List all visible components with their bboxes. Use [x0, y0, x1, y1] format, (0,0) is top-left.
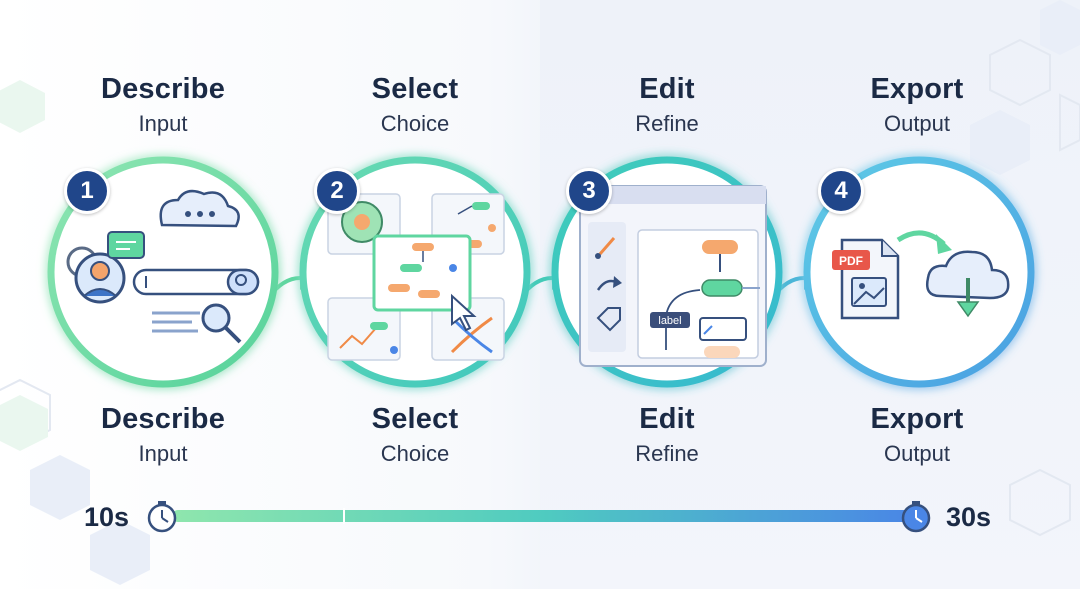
step-2-bottom-subtitle: Choice [380, 441, 450, 466]
edit-tag-text: label [658, 315, 681, 327]
timeline [147, 501, 931, 533]
step-3-top-title: Edit [639, 73, 695, 105]
stopwatch-end-icon [901, 501, 931, 533]
step-2-badge: 2 [314, 168, 360, 214]
step-1-badge: 1 [64, 168, 110, 214]
step-3-bottom-subtitle: Refine [635, 441, 699, 466]
step-3-top-subtitle: Refine [635, 111, 699, 136]
step-3-bottom-title: Edit [639, 403, 695, 435]
step-4-badge: 4 [818, 168, 864, 214]
step-2-bottom-title: Select [371, 403, 459, 435]
step-4-circle: PDF [803, 156, 1035, 388]
step-1-top-subtitle: Input [138, 111, 188, 136]
timeline-end-label: 30s [946, 502, 992, 532]
step-3-circle: label [551, 156, 783, 388]
timeline-start-label: 10s [84, 502, 130, 532]
step-4-top-title: Export [870, 73, 964, 105]
step-2-top-subtitle: Choice [380, 111, 450, 136]
pdf-tag-text: PDF [839, 254, 863, 268]
step-2-circle [299, 156, 531, 388]
step-2-top-title: Select [371, 73, 459, 105]
step-1-top-title: Describe [100, 73, 226, 105]
step-1-bottom-title: Describe [100, 403, 226, 435]
step-1-bottom-subtitle: Input [138, 441, 188, 466]
step-1-circle [47, 156, 279, 388]
stopwatch-start-icon [147, 501, 177, 533]
step-3-badge: 3 [566, 168, 612, 214]
step-4-top-subtitle: Output [883, 111, 951, 136]
step-4-bottom-title: Export [870, 403, 964, 435]
step-4-bottom-subtitle: Output [883, 441, 951, 466]
